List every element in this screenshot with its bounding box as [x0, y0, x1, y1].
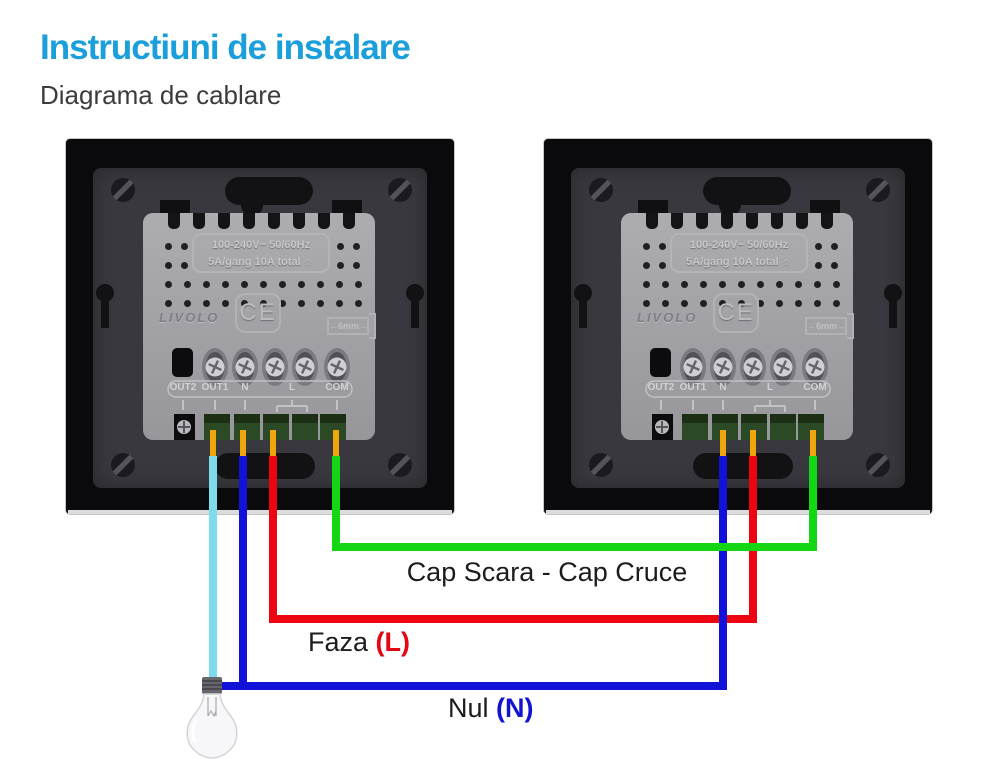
- plate-screw: [589, 178, 613, 202]
- keyhole-left: [574, 284, 592, 302]
- module-vents-top: [646, 213, 658, 229]
- mounting-slot-top: [703, 177, 791, 205]
- wire-clamps: [174, 414, 346, 440]
- plate-screw: [111, 453, 135, 477]
- brand-logo: LIVOLO: [637, 310, 698, 325]
- mounting-hole: [719, 194, 741, 216]
- terminal-label-out1: OUT1: [201, 382, 229, 393]
- mounting-slot-bottom: [215, 453, 315, 479]
- rating-line2: 5A/gang 10A total: [208, 256, 301, 268]
- plate-screw: [866, 453, 890, 477]
- keyhole-right-slot: [889, 294, 897, 328]
- ce-mark: CE: [235, 293, 281, 333]
- vent-holes: [165, 243, 172, 250]
- keyhole-right-slot: [411, 294, 419, 328]
- plate-screw: [866, 178, 890, 202]
- traveler-label: Cap Scara - Cap Cruce: [406, 557, 688, 587]
- page-title: Instructiuni de instalare: [40, 28, 411, 67]
- plate-screw: [388, 178, 412, 202]
- frame-bottom-edge: [546, 510, 930, 514]
- terminal-label-out1: OUT1: [679, 382, 707, 393]
- keyhole-right: [406, 284, 424, 302]
- page-subtitle: Diagrama de cablare: [40, 80, 282, 110]
- rating-line1: 100-240V~ 50/60Hz: [211, 239, 311, 251]
- keyhole-left: [96, 284, 114, 302]
- module-clip: [810, 200, 840, 213]
- bulb-rating-icon: ☼: [303, 256, 314, 268]
- terminal-screws: [202, 348, 350, 386]
- terminal-ticks: [660, 400, 816, 412]
- module-vents-top: [168, 213, 180, 229]
- keyhole-right: [884, 284, 902, 302]
- strip-gauge-bracket: [847, 313, 854, 339]
- terminal-label-com: COM: [325, 382, 349, 393]
- rating-label: 100-240V~ 50/60Hz 5A/gang 10A total ☼: [192, 233, 330, 273]
- mounting-slot-top: [225, 177, 313, 205]
- terminal-ticks: [182, 400, 338, 412]
- switch-device-left: 100-240V~ 50/60Hz 5A/gang 10A total ☼ LI…: [65, 138, 455, 515]
- frame-bottom-edge: [68, 510, 452, 514]
- neutral-symbol: (N): [496, 693, 534, 723]
- terminal-label-out2: OUT2: [169, 382, 197, 393]
- bulb-rating-icon: ☼: [781, 256, 792, 268]
- terminal-label-n: N: [241, 382, 249, 393]
- strip-gauge-bracket: [369, 313, 376, 339]
- strip-gauge-label: ←6mm→: [327, 317, 369, 335]
- ce-mark: CE: [713, 293, 759, 333]
- keyhole-left-slot: [101, 294, 109, 328]
- module-clip: [160, 200, 190, 213]
- terminal-label-n: N: [719, 382, 727, 393]
- plate-screw: [388, 453, 412, 477]
- rating-line1: 100-240V~ 50/60Hz: [689, 239, 789, 251]
- light-bulb: [186, 677, 238, 759]
- rating-line2: 5A/gang 10A total: [686, 256, 779, 268]
- terminal-block: [167, 348, 353, 440]
- plate-screw: [111, 178, 135, 202]
- strip-gauge-label: ←6mm→: [805, 317, 847, 335]
- switch-module: 100-240V~ 50/60Hz 5A/gang 10A total ☼ LI…: [621, 213, 854, 440]
- switch-device-right: 100-240V~ 50/60Hz 5A/gang 10A total ☼ LI…: [543, 138, 933, 515]
- neutral-label: Nul (N): [448, 693, 534, 723]
- wire-clamps: [652, 414, 824, 440]
- module-clip: [332, 200, 362, 213]
- terminal-label-out2: OUT2: [647, 382, 675, 393]
- keyhole-left-slot: [579, 294, 587, 328]
- terminal-block: [645, 348, 831, 440]
- switch-module: 100-240V~ 50/60Hz 5A/gang 10A total ☼ LI…: [143, 213, 376, 440]
- mounting-slot-bottom: [693, 453, 793, 479]
- live-label: Faza (L): [308, 627, 411, 657]
- mounting-hole: [241, 194, 263, 216]
- plate-screw: [589, 453, 613, 477]
- vent-holes: [643, 243, 650, 250]
- brand-logo: LIVOLO: [159, 310, 220, 325]
- module-clip: [638, 200, 668, 213]
- live-symbol: (L): [375, 627, 411, 657]
- terminal-label-l: L: [766, 382, 774, 393]
- rating-label: 100-240V~ 50/60Hz 5A/gang 10A total ☼: [670, 233, 808, 273]
- terminal-screws: [680, 348, 828, 386]
- terminal-label-com: COM: [803, 382, 827, 393]
- terminal-label-l: L: [288, 382, 296, 393]
